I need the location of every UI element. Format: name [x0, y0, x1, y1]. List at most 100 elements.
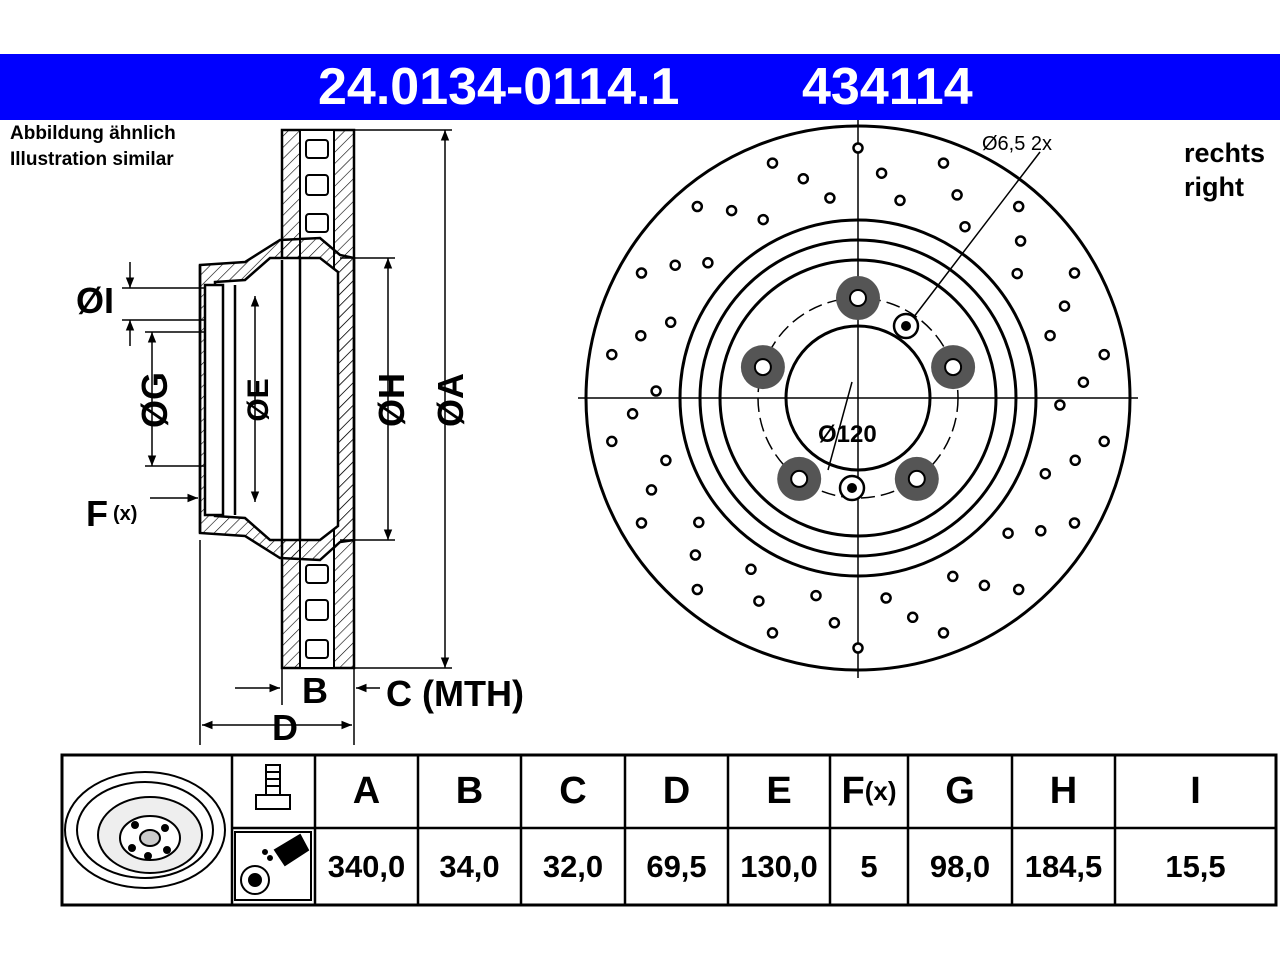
label-pcd: Ø120	[818, 421, 877, 448]
drill-hole	[1002, 527, 1014, 539]
bolt-icon	[255, 764, 291, 810]
side-en: right	[1184, 172, 1244, 202]
drill-hole	[824, 192, 836, 204]
drill-hole	[1069, 454, 1081, 467]
label-f: F	[86, 493, 108, 534]
drill-hole	[753, 595, 765, 607]
drill-hole	[626, 408, 639, 420]
drill-hole	[828, 617, 841, 629]
header-g: G	[945, 770, 975, 812]
drill-hole	[1044, 329, 1056, 342]
drill-hole	[894, 194, 906, 207]
value-d: 69,5	[646, 848, 707, 884]
value-b: 34,0	[439, 848, 500, 884]
vent-bars	[305, 139, 329, 659]
drill-hole	[880, 592, 892, 604]
drill-hole	[937, 157, 950, 169]
drill-hole	[669, 259, 681, 271]
drill-hole	[1068, 517, 1081, 529]
drill-hole	[635, 517, 648, 529]
locating-hole-center	[847, 483, 857, 493]
part-number: 24.0134-0114.1	[318, 58, 680, 116]
label-c: C (MTH)	[386, 673, 524, 714]
leader-hole	[909, 151, 1041, 323]
drill-hole	[645, 484, 658, 496]
value-a: 340,0	[327, 848, 406, 884]
bolt-hole-bore	[944, 358, 963, 377]
spec-table-cells: A B C D E F(x) G H I 340,0 34,0 32,0 69,…	[62, 755, 1276, 905]
drill-hole	[660, 454, 672, 467]
drill-hole	[650, 385, 662, 397]
drill-hole	[664, 316, 677, 329]
bolt-hole-bore	[907, 469, 926, 488]
header-d: D	[662, 770, 691, 812]
drill-hole	[959, 220, 971, 233]
drill-hole	[606, 348, 618, 361]
drill-hole	[1014, 235, 1027, 247]
drill-hole	[635, 329, 647, 342]
label-dia-a: ØA	[430, 373, 471, 427]
locating-hole-center	[901, 321, 911, 331]
drill-hole	[1011, 267, 1023, 280]
note-de: Abbildung ähnlich	[10, 123, 176, 144]
dimension-lines	[122, 129, 452, 745]
label-b: B	[302, 670, 328, 711]
header-f: F(x)	[830, 755, 908, 828]
drill-hole	[1054, 399, 1066, 411]
bolt-hole-bore	[849, 289, 867, 307]
label-dia-h: ØH	[371, 373, 412, 427]
drill-hole	[693, 516, 705, 529]
drill-hole	[725, 204, 738, 217]
drill-hole	[852, 642, 864, 654]
drill-hole	[947, 570, 959, 583]
drill-hole	[852, 142, 864, 154]
drill-hole	[1012, 200, 1025, 213]
value-h: 184,5	[1024, 848, 1103, 884]
drill-hole	[797, 172, 810, 185]
header-e: E	[766, 770, 792, 812]
bolt-holes	[740, 276, 976, 502]
drill-hole	[906, 611, 919, 624]
label-d: D	[272, 707, 298, 748]
drill-hole	[810, 589, 822, 602]
header-a: A	[352, 770, 381, 812]
drill-hole	[1058, 300, 1071, 312]
spray-icon	[234, 831, 312, 901]
drill-hole	[757, 213, 769, 226]
drill-hole	[1035, 525, 1047, 537]
drill-hole	[1098, 435, 1110, 448]
drill-hole	[875, 167, 888, 179]
note-en: Illustration similar	[10, 149, 174, 170]
header-i: I	[1190, 770, 1201, 812]
spec-table	[60, 753, 1278, 907]
header-f-sub: (x)	[864, 776, 897, 806]
label-dia-e: ØE	[242, 378, 275, 421]
drill-hole	[745, 563, 757, 576]
header-h: H	[1049, 770, 1078, 812]
drill-hole	[689, 549, 702, 561]
drill-hole	[635, 267, 648, 279]
drill-hole	[702, 257, 714, 269]
label-dia-i: ØI	[76, 280, 114, 321]
label-f-sub: (x)	[113, 503, 137, 525]
drill-hole	[1098, 348, 1110, 361]
leader-pcd	[827, 381, 853, 471]
label-dia-g: ØG	[134, 372, 175, 428]
disc-icon	[64, 771, 226, 889]
drill-hole	[1077, 376, 1090, 388]
drill-hole	[691, 583, 704, 596]
drill-hole	[951, 189, 963, 201]
header-c: C	[559, 770, 587, 812]
value-e: 130,0	[740, 848, 818, 884]
label-hole: Ø6,5 2x	[982, 133, 1052, 155]
front-view	[578, 120, 1138, 678]
drill-hole	[606, 435, 618, 448]
bolt-hole-bore	[753, 358, 772, 377]
article-number: 434114	[802, 58, 973, 116]
bolt-hole-bore	[790, 469, 809, 488]
value-c: 32,0	[542, 848, 604, 884]
drill-hole	[1012, 583, 1025, 596]
drill-hole	[978, 579, 991, 592]
header-b: B	[455, 770, 484, 812]
